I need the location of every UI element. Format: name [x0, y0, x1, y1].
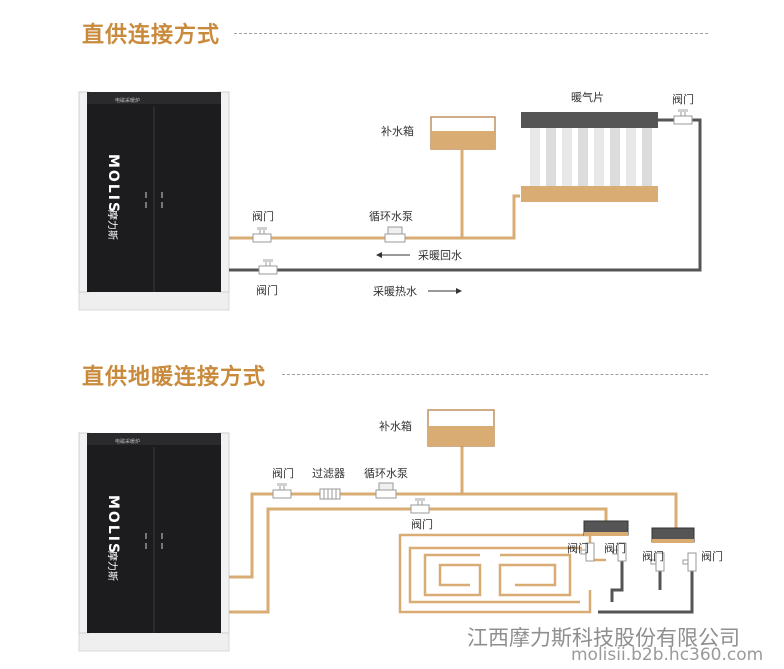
filter-label: 过滤器 [312, 467, 345, 480]
return-water-label: 采暖回水 [418, 249, 462, 262]
valve-icon [410, 497, 430, 514]
watermark-company: 江西摩力斯科技股份有限公司 [467, 626, 740, 650]
radiator [521, 112, 658, 202]
section-title-direct-supply: 直供连接方式 [82, 23, 221, 48]
valve-label: 阀门 [567, 541, 589, 555]
valve-label: 阀门 [672, 92, 694, 106]
valve-label: 阀门 [411, 517, 433, 531]
makeup-tank-label: 补水箱 [381, 124, 414, 138]
boiler-brand-text: MOLIS [105, 495, 121, 555]
boiler-brand-text: MOLIS [105, 154, 121, 214]
boiler-brand-cn: 摩力斯 [106, 551, 119, 581]
valve-icon [258, 258, 278, 275]
boiler-panel-text: 电磁采暖炉 [115, 438, 140, 445]
valve-label: 阀门 [604, 541, 626, 555]
electric-boiler: 电磁采暖炉 MOLIS 摩力斯 [78, 91, 230, 311]
boiler-panel-text: 电磁采暖炉 [115, 97, 140, 104]
valve-label: 阀门 [256, 283, 278, 297]
makeup-tank-label: 补水箱 [379, 419, 412, 433]
valve-label: 阀门 [642, 549, 664, 563]
pipes-hot [229, 446, 678, 614]
title-divider [282, 374, 708, 375]
pipes-cold [598, 560, 694, 614]
manifold [651, 527, 695, 543]
circulation-pump-icon [375, 482, 397, 499]
supply-arrow-icon [428, 288, 462, 294]
boiler-brand-cn: 摩力斯 [106, 210, 119, 240]
title-divider [234, 33, 708, 34]
valve-icon [673, 108, 693, 125]
valve-icon [272, 482, 292, 499]
pump-label: 循环水泵 [364, 467, 408, 480]
valve-icon [252, 226, 272, 243]
return-arrow-icon [376, 252, 410, 258]
section-title-floor-heating: 直供地暖连接方式 [82, 365, 267, 390]
makeup-water-tank [427, 409, 495, 447]
supply-water-label: 采暖热水 [373, 285, 417, 298]
pump-label: 循环水泵 [369, 210, 413, 223]
filter-icon [319, 488, 341, 500]
watermark-url: molisii.b2b.hc360.com [571, 645, 764, 665]
makeup-water-tank [430, 116, 496, 150]
radiator-label: 暖气片 [571, 90, 604, 104]
electric-boiler: 电磁采暖炉 MOLIS 摩力斯 [78, 432, 230, 652]
circulation-pump-icon [384, 226, 406, 243]
pipes-hot [229, 150, 520, 240]
valve-label: 阀门 [701, 549, 723, 563]
manifold [583, 520, 629, 536]
valve-label: 阀门 [272, 466, 294, 480]
valve-icon [682, 552, 697, 572]
valve-label: 阀门 [252, 209, 274, 223]
